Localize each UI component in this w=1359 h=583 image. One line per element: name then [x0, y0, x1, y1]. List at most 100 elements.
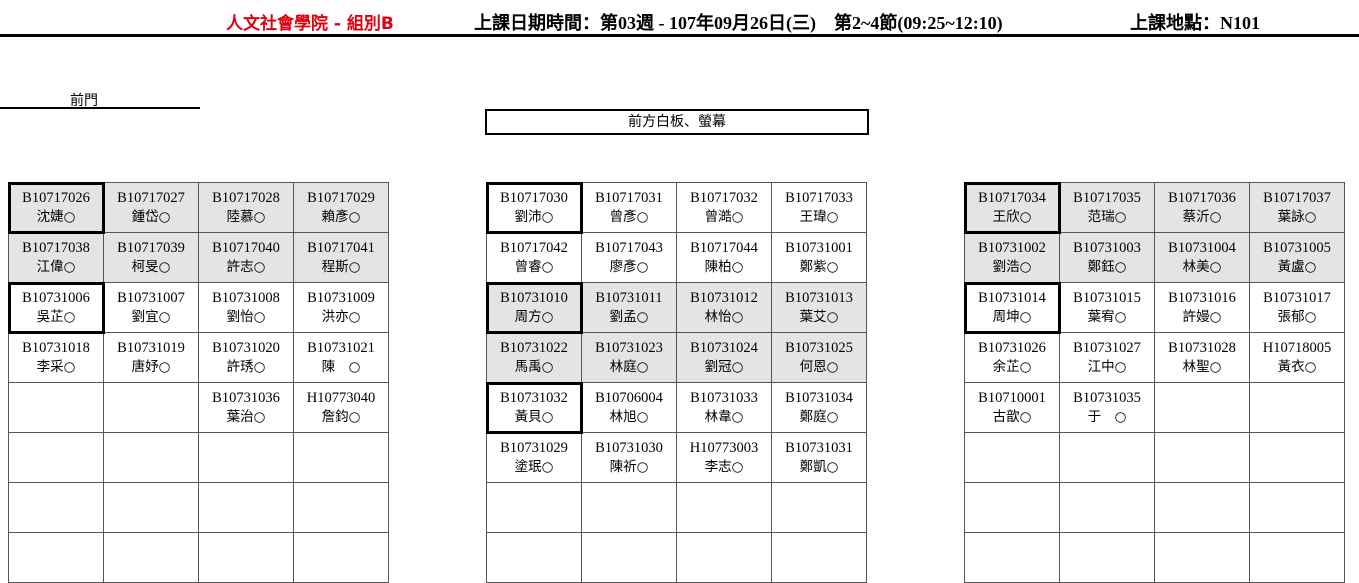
empty-seat-cell — [964, 482, 1060, 533]
student-id: B10731029 — [500, 440, 568, 456]
seat-row — [486, 482, 867, 533]
empty-seat-cell — [486, 482, 582, 533]
student-name: 鄭紫○ — [799, 259, 839, 275]
empty-seat-cell — [1154, 482, 1250, 533]
student-id: B10731017 — [1263, 290, 1331, 306]
student-name: 于 ○ — [1087, 409, 1127, 425]
student-name: 林庭○ — [609, 359, 649, 375]
student-name: 劉怡○ — [226, 309, 266, 325]
empty-seat-cell — [8, 382, 104, 433]
student-id: B10731003 — [1073, 240, 1141, 256]
student-id: B10717026 — [22, 190, 90, 206]
student-id: H10773003 — [689, 440, 759, 456]
empty-seat-cell — [1059, 532, 1155, 583]
student-name: 鄭庭○ — [799, 409, 839, 425]
student-name: 黃衣○ — [1277, 359, 1317, 375]
student-id: B10717043 — [595, 240, 663, 256]
empty-seat-cell — [103, 382, 199, 433]
empty-seat-cell — [1249, 482, 1345, 533]
student-id: B10717039 — [117, 240, 185, 256]
empty-seat-cell — [964, 432, 1060, 483]
student-name: 王欣○ — [992, 209, 1032, 225]
student-id: B10717044 — [690, 240, 758, 256]
student-name: 吳芷○ — [36, 309, 76, 325]
student-name: 鍾岱○ — [131, 209, 171, 225]
student-name: 許琇○ — [226, 359, 266, 375]
student-name: 馬禹○ — [514, 359, 554, 375]
empty-seat-cell — [581, 532, 677, 583]
student-id: B10717040 — [212, 240, 280, 256]
empty-seat-cell — [293, 532, 389, 583]
empty-seat-cell — [1249, 382, 1345, 433]
empty-seat-cell — [1059, 432, 1155, 483]
student-name: 蔡沂○ — [1182, 209, 1222, 225]
student-id: B10717041 — [307, 240, 375, 256]
student-name: 鄭凱○ — [799, 459, 839, 475]
student-id: B10731034 — [785, 390, 853, 406]
student-name: 周方○ — [514, 309, 554, 325]
student-id: B10731001 — [785, 240, 853, 256]
student-name: 李采○ — [36, 359, 76, 375]
student-id: B10731009 — [307, 290, 375, 306]
student-name: 曾澔○ — [704, 209, 744, 225]
student-name: 李志○ — [704, 459, 744, 475]
college-group-title: 人文社會學院 - 組別B — [226, 14, 394, 34]
student-id: B10731014 — [978, 290, 1046, 306]
student-id: B10731028 — [1168, 340, 1236, 356]
student-name: 葉治○ — [226, 409, 266, 425]
seat-cell: H10773003 李志○ — [676, 432, 772, 483]
student-id: B10731022 — [500, 340, 568, 356]
student-id: B10731007 — [117, 290, 185, 306]
empty-seat-cell — [1154, 382, 1250, 433]
student-id: B10731025 — [785, 340, 853, 356]
student-id: H10773040 — [306, 390, 376, 406]
empty-seat-cell — [293, 432, 389, 483]
student-id: B10731012 — [690, 290, 758, 306]
seat-cell: B10731001 鄭紫○ — [771, 232, 867, 283]
student-id: B10731002 — [978, 240, 1046, 256]
student-id: B10717028 — [212, 190, 280, 206]
student-id: B10731010 — [500, 290, 568, 306]
student-id: B10706004 — [595, 390, 663, 406]
empty-seat-cell — [1249, 432, 1345, 483]
student-id: B10731004 — [1168, 240, 1236, 256]
student-name: 洪亦○ — [321, 309, 361, 325]
student-name: 余芷○ — [992, 359, 1032, 375]
seat-row — [8, 432, 389, 483]
student-name: 林韋○ — [704, 409, 744, 425]
student-id: B10717038 — [22, 240, 90, 256]
student-name: 唐妤○ — [131, 359, 171, 375]
student-id: B10717037 — [1263, 190, 1331, 206]
student-name: 黃貝○ — [514, 409, 554, 425]
student-name: 賴彥○ — [321, 209, 361, 225]
empty-seat-cell — [198, 532, 294, 583]
student-id: B10731015 — [1073, 290, 1141, 306]
